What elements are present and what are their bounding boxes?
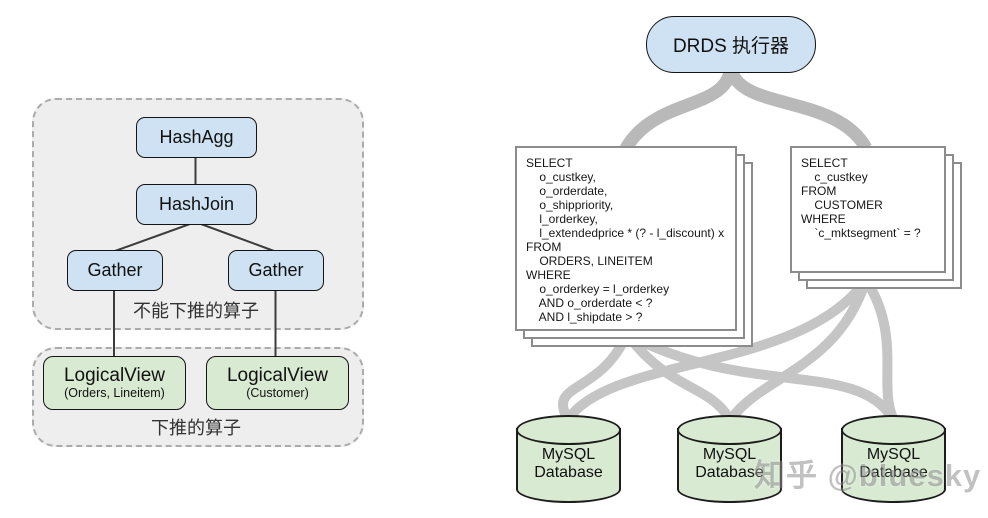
node-hashagg: HashAgg bbox=[136, 117, 257, 158]
edge-hashjoin-gather-right bbox=[195, 221, 275, 252]
logicalview-customer-title: LogicalView bbox=[226, 364, 329, 386]
mysql-cylinder-1: MySQL Database bbox=[516, 415, 621, 503]
link-leftsql-db1 bbox=[557, 331, 632, 421]
sql-card-stack-right: SELECT c_custkey FROM CUSTOMER WHERE `c_… bbox=[790, 146, 962, 289]
pushdown-label: 下推的算子 bbox=[151, 418, 241, 438]
non-pushdown-label: 不能下推的算子 bbox=[133, 301, 259, 321]
mysql-database-label: MySQL Database bbox=[534, 446, 603, 482]
node-gather-right: Gather bbox=[228, 250, 324, 291]
mysql-database-label: MySQL Database bbox=[695, 446, 764, 482]
trunk-executor-to-left-sql bbox=[619, 63, 738, 154]
sql-text-left: SELECT o_custkey, o_orderdate, o_shippri… bbox=[515, 146, 737, 331]
link-leftsql-db2 bbox=[622, 331, 734, 421]
logicalview-orders-title: LogicalView bbox=[63, 364, 166, 386]
cylinder-top bbox=[841, 415, 946, 445]
link-rightsql-db3 bbox=[861, 277, 898, 421]
mysql-cylinder-3: MySQL Database bbox=[841, 415, 946, 503]
link-rightsql-db2 bbox=[727, 278, 871, 422]
node-hashjoin: HashJoin bbox=[136, 184, 257, 225]
drds-executor-pill: DRDS 执行器 bbox=[646, 16, 816, 73]
sql-text-right: SELECT c_custkey FROM CUSTOMER WHERE `c_… bbox=[790, 146, 946, 273]
node-gather-left: Gather bbox=[67, 250, 163, 291]
link-rightsql-db1 bbox=[564, 277, 871, 422]
link-leftsql-db3 bbox=[624, 329, 897, 421]
cylinder-top bbox=[677, 415, 782, 445]
logicalview-customer-subtitle: (Customer) bbox=[246, 385, 309, 400]
logicalview-orders-subtitle: (Orders, Lineitem) bbox=[64, 385, 165, 400]
logicalview-customer-box: LogicalView (Customer) bbox=[206, 356, 349, 410]
watermark: 知乎 @bluesky bbox=[754, 458, 982, 493]
sql-card-stack-left: SELECT o_custkey, o_orderdate, o_shippri… bbox=[515, 146, 753, 347]
edge-hashjoin-gather-left bbox=[114, 221, 196, 252]
cylinder-top bbox=[516, 415, 621, 445]
trunk-executor-to-right-sql bbox=[724, 63, 872, 152]
logicalview-orders-box: LogicalView (Orders, Lineitem) bbox=[43, 356, 186, 410]
mysql-database-label: MySQL Database bbox=[859, 446, 928, 482]
mysql-cylinder-2: MySQL Database bbox=[677, 415, 782, 503]
